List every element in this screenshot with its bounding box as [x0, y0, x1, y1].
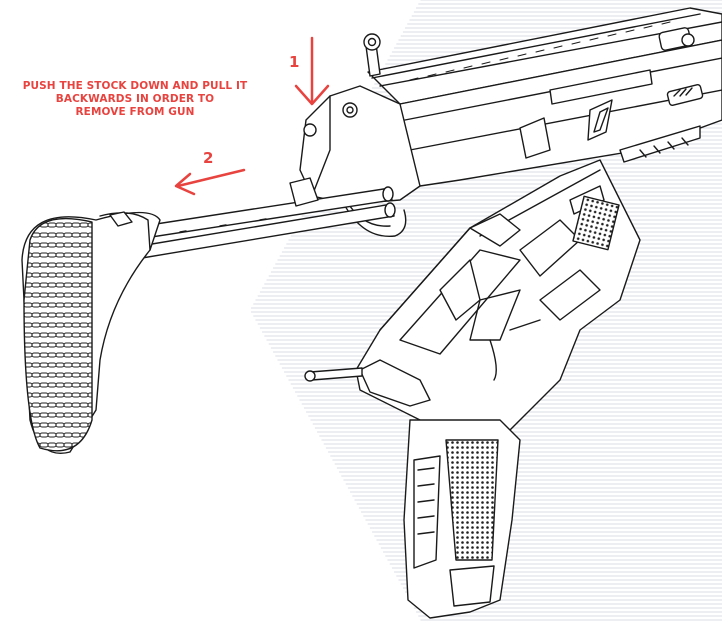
instruction-line-1: PUSH THE STOCK DOWN AND PULL IT	[22, 80, 248, 92]
lower-receiver	[355, 159, 641, 441]
takedown-pin	[304, 367, 363, 382]
butt-stock	[21, 211, 161, 454]
instruction-line-2: BACKWARDS IN ORDER TO	[55, 93, 215, 105]
instruction-line-3: REMOVE FROM GUN	[75, 106, 195, 118]
arrow-down-1	[294, 36, 330, 106]
pistol-grip	[403, 419, 521, 619]
step-2-number: 2	[203, 149, 214, 167]
upper-receiver	[367, 7, 722, 187]
step-1-number: 1	[289, 53, 300, 71]
instruction-text: PUSH THE STOCK DOWN AND PULL IT BACKWARD…	[0, 80, 270, 119]
arrow-back-2	[174, 168, 246, 196]
rear-sight	[363, 33, 381, 77]
